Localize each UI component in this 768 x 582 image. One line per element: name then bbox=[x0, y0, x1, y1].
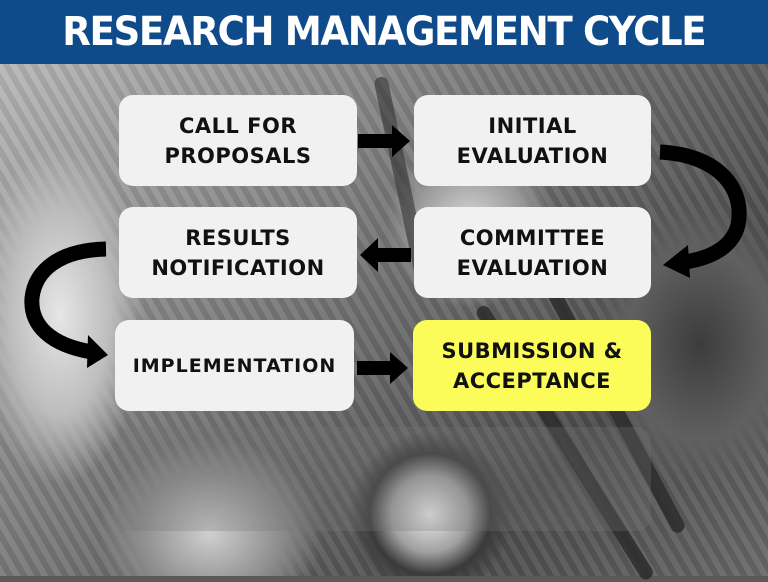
title-banner: RESEARCH MANAGEMENT CYCLE bbox=[0, 0, 768, 64]
step-call-for-proposals: CALL FOR PROPOSALS bbox=[119, 95, 357, 186]
step-results-notification: RESULTS NOTIFICATION bbox=[119, 207, 357, 298]
step-submission-acceptance: SUBMISSION & ACCEPTANCE bbox=[413, 320, 651, 411]
step-label: INITIAL EVALUATION bbox=[456, 113, 609, 168]
step-implementation: IMPLEMENTATION bbox=[115, 320, 354, 411]
step-label: RESULTS NOTIFICATION bbox=[151, 225, 325, 280]
step-label: SUBMISSION & ACCEPTANCE bbox=[441, 338, 623, 393]
step-label: CALL FOR PROPOSALS bbox=[164, 113, 312, 168]
step-label: IMPLEMENTATION bbox=[132, 354, 337, 377]
page-title: RESEARCH MANAGEMENT CYCLE bbox=[62, 9, 707, 55]
step-committee-evaluation: COMMITTEE EVALUATION bbox=[414, 207, 651, 298]
step-label: COMMITTEE EVALUATION bbox=[456, 225, 609, 280]
translucent-overlay-panel bbox=[118, 427, 651, 531]
step-initial-evaluation: INITIAL EVALUATION bbox=[414, 95, 651, 186]
